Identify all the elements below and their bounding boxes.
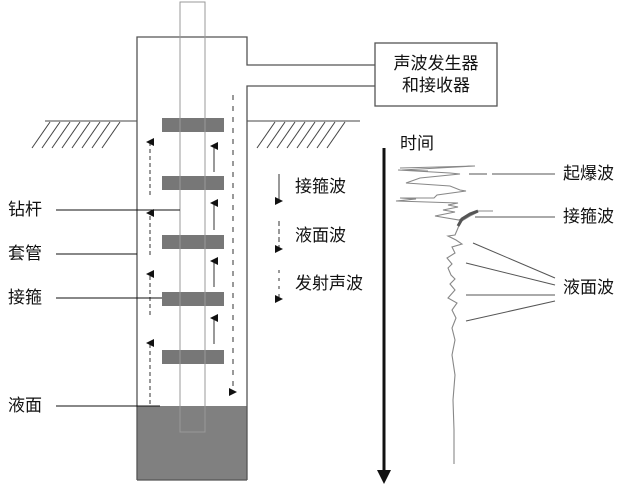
- wave-leaders: [465, 173, 556, 322]
- collar-wave-label: 接箍波: [563, 207, 614, 227]
- collars: [162, 118, 224, 364]
- collar: [162, 292, 224, 306]
- ground-hatching-right: [247, 120, 360, 149]
- waveform: [395, 165, 493, 464]
- collar-wave-trace: [456, 209, 479, 227]
- collar: [162, 350, 224, 364]
- label-leaders: [56, 209, 180, 407]
- liquid-wave-label: 液面波: [563, 278, 614, 298]
- liquid-column: [137, 406, 247, 480]
- time-axis-label: 时间: [400, 134, 434, 154]
- collar: [162, 235, 224, 249]
- legend-collar-wave-label: 接箍波: [295, 177, 346, 197]
- ground-hatching-left: [31, 120, 137, 149]
- collar-label: 接箍: [8, 288, 42, 308]
- drill-rod-label: 钻杆: [8, 200, 42, 220]
- detonation-wave-label: 起爆波: [563, 164, 614, 184]
- legend-liquid-wave-label: 液面波: [295, 226, 346, 246]
- device-box: [374, 42, 498, 107]
- device-box-line1: 声波发生器: [393, 53, 479, 74]
- drill-rod: [179, 1, 206, 433]
- casing: [136, 36, 375, 481]
- time-axis-arrowhead: [377, 470, 391, 484]
- device-box-line2: 和接收器: [402, 75, 470, 96]
- liquid-level-label: 液面: [8, 396, 42, 416]
- collar: [162, 176, 224, 190]
- legend-emitted-wave-label: 发射声波: [295, 274, 363, 294]
- collar: [162, 118, 224, 132]
- device-box-label: 声波发生器 和接收器: [375, 43, 497, 106]
- casing-label: 套管: [8, 244, 42, 264]
